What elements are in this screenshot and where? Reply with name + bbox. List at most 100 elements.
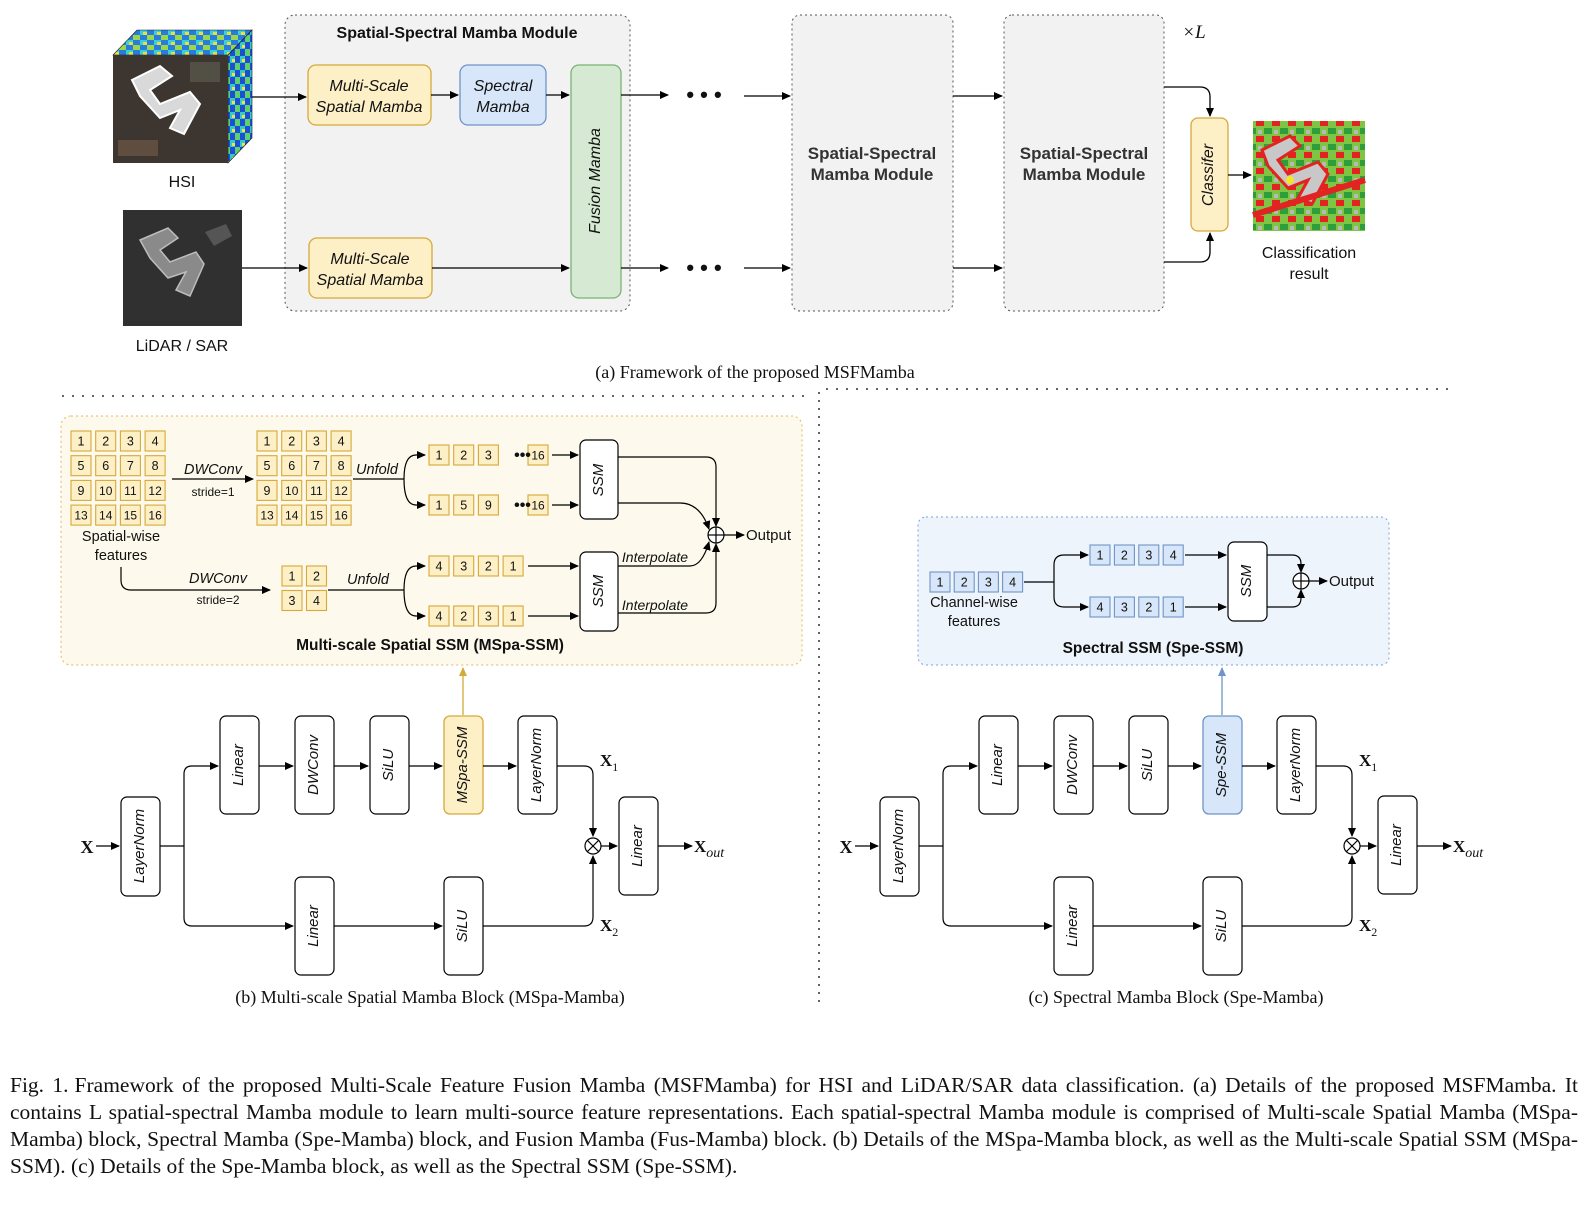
grid-input-cell-16: 16	[148, 509, 162, 523]
b-x1-label: X1	[600, 751, 618, 774]
grid-input-cell-4-box	[144, 430, 166, 452]
grid-output-cell-13: 13	[260, 509, 274, 523]
b-arrow-x1	[557, 765, 597, 837]
spe-bwd-cell-3-box	[1138, 596, 1160, 618]
module2-line1: Spatial-Spectral	[808, 144, 937, 163]
seq-row3-cell-4: 1	[510, 560, 517, 574]
grid-input-cell-4: 4	[152, 435, 159, 449]
spe-fwd-cell-3: 3	[1145, 549, 1152, 563]
grid-input-cell-7: 7	[127, 459, 134, 473]
grid-input-cell-7-box	[119, 455, 141, 477]
spe-fwd-cell-3-box	[1138, 544, 1160, 566]
seq-row2-cell-1-box	[428, 494, 450, 516]
ssm-label-1: SSM	[590, 463, 607, 496]
fusion-mamba-block	[570, 64, 622, 299]
grid-output-cell-5: 5	[264, 459, 271, 473]
b-dwconv-label: DWConv	[305, 734, 322, 796]
msspa-block-bottom	[308, 237, 433, 299]
spe-channels-cell-1: 1	[937, 576, 944, 590]
framework-panel: HSI LiDAR / SAR Spatial-Spectral Mamba M…	[112, 14, 1366, 383]
grid-output-cell-9: 9	[264, 484, 271, 498]
seq-row1-cell-4-box	[527, 444, 549, 466]
b-silu2-label: SiLU	[454, 910, 471, 943]
c-linear-label: Linear	[989, 743, 1006, 786]
msspa-bottom-line2: Spatial Mamba	[317, 272, 424, 289]
b-dwconv-block	[294, 715, 335, 815]
module2-line2: Mamba Module	[811, 165, 934, 184]
grid-input-cell-9-box	[70, 479, 92, 501]
grid-output-cell-8-box	[330, 455, 352, 477]
c-linear-out-block	[1377, 795, 1418, 895]
spe-channels-cell-3-box	[977, 571, 999, 593]
block-b-caption: (b) Multi-scale Spatial Mamba Block (MSp…	[235, 987, 624, 1008]
c-dwconv-label: DWConv	[1064, 734, 1081, 796]
c-x-input: X	[840, 837, 853, 857]
dwconv2-label: DWConv	[189, 571, 248, 587]
grid-input-cell-13: 13	[74, 509, 88, 523]
grid-output-cell-16-box	[330, 504, 352, 526]
b-arrow-upper-branch	[183, 762, 219, 846]
seq-row3-cell-2-box	[453, 555, 475, 577]
grid-input-cell-3-box	[119, 430, 141, 452]
c-arrow-x2	[1242, 855, 1356, 927]
ssm-block-1	[579, 439, 619, 520]
grid-small-cell-3: 3	[289, 594, 296, 608]
spe-channels-cell-3: 3	[985, 576, 992, 590]
c-silu-block	[1128, 715, 1169, 815]
grid-output-cell-1: 1	[264, 435, 271, 449]
grid-input-cell-11-box	[119, 479, 141, 501]
b-x-input: X	[81, 837, 94, 857]
arrow-to-classifier-top	[1164, 86, 1214, 117]
grid-input-cell-1: 1	[78, 435, 85, 449]
framework-caption: (a) Framework of the proposed MSFMamba	[595, 362, 914, 383]
hsi-label: HSI	[169, 174, 196, 191]
grid-output-cell-9-box	[256, 479, 278, 501]
grid-input-cell-12: 12	[148, 484, 162, 498]
seq-row4-cell-2-box	[453, 605, 475, 627]
unfold2-arrow-up	[403, 562, 426, 591]
ellipsis-top: • • •	[686, 82, 721, 107]
grid-input-cell-14: 14	[99, 509, 113, 523]
grid-input-cell-2-box	[95, 430, 117, 452]
c-linear2-label: Linear	[1064, 904, 1081, 947]
c-layernorm2-block	[1276, 715, 1317, 815]
grid-small-cell-2: 2	[313, 570, 320, 584]
grid-input-cell-6: 6	[102, 459, 109, 473]
msspa-top-line2: Spatial Mamba	[316, 99, 423, 116]
sum-node-spe	[1292, 572, 1310, 590]
dwconv1-label: DWConv	[184, 462, 243, 478]
lidar-image	[123, 210, 242, 326]
seq-row2-cell-1: 1	[436, 499, 443, 513]
c-arrow-x1	[1316, 765, 1356, 837]
grid-small-cell-3-box	[281, 589, 303, 612]
grid-input-cell-2: 2	[102, 435, 109, 449]
spe-channels-cell-1-box	[929, 571, 951, 593]
spectral-mamba-block	[459, 64, 547, 126]
spe-channels-cell-4-box	[1002, 571, 1024, 593]
repeat-label: ×L	[1182, 22, 1205, 43]
seq-row3-cell-2: 3	[460, 560, 467, 574]
spe-bwd-cell-3: 2	[1145, 601, 1152, 615]
c-silu2-label: SiLU	[1213, 910, 1230, 943]
grid-small-cell-4-box	[305, 589, 328, 612]
grid-input-cell-5: 5	[78, 459, 85, 473]
seq-row2-cell-4: 16	[531, 499, 545, 513]
b-linear-block	[219, 715, 260, 815]
c-spe-ssm-block	[1202, 715, 1243, 815]
b-layernorm-label: LayerNorm	[131, 809, 148, 883]
spe-fwd-cell-1-box	[1089, 544, 1111, 566]
c-dwconv-block	[1053, 715, 1094, 815]
seq-row3-cell-1: 4	[436, 560, 443, 574]
seq-row3-cell-1-box	[428, 555, 450, 577]
seq-row4-cell-4: 1	[510, 610, 517, 624]
grid-output-cell-16: 16	[334, 509, 348, 523]
grid-output-cell-12-box	[330, 479, 352, 501]
